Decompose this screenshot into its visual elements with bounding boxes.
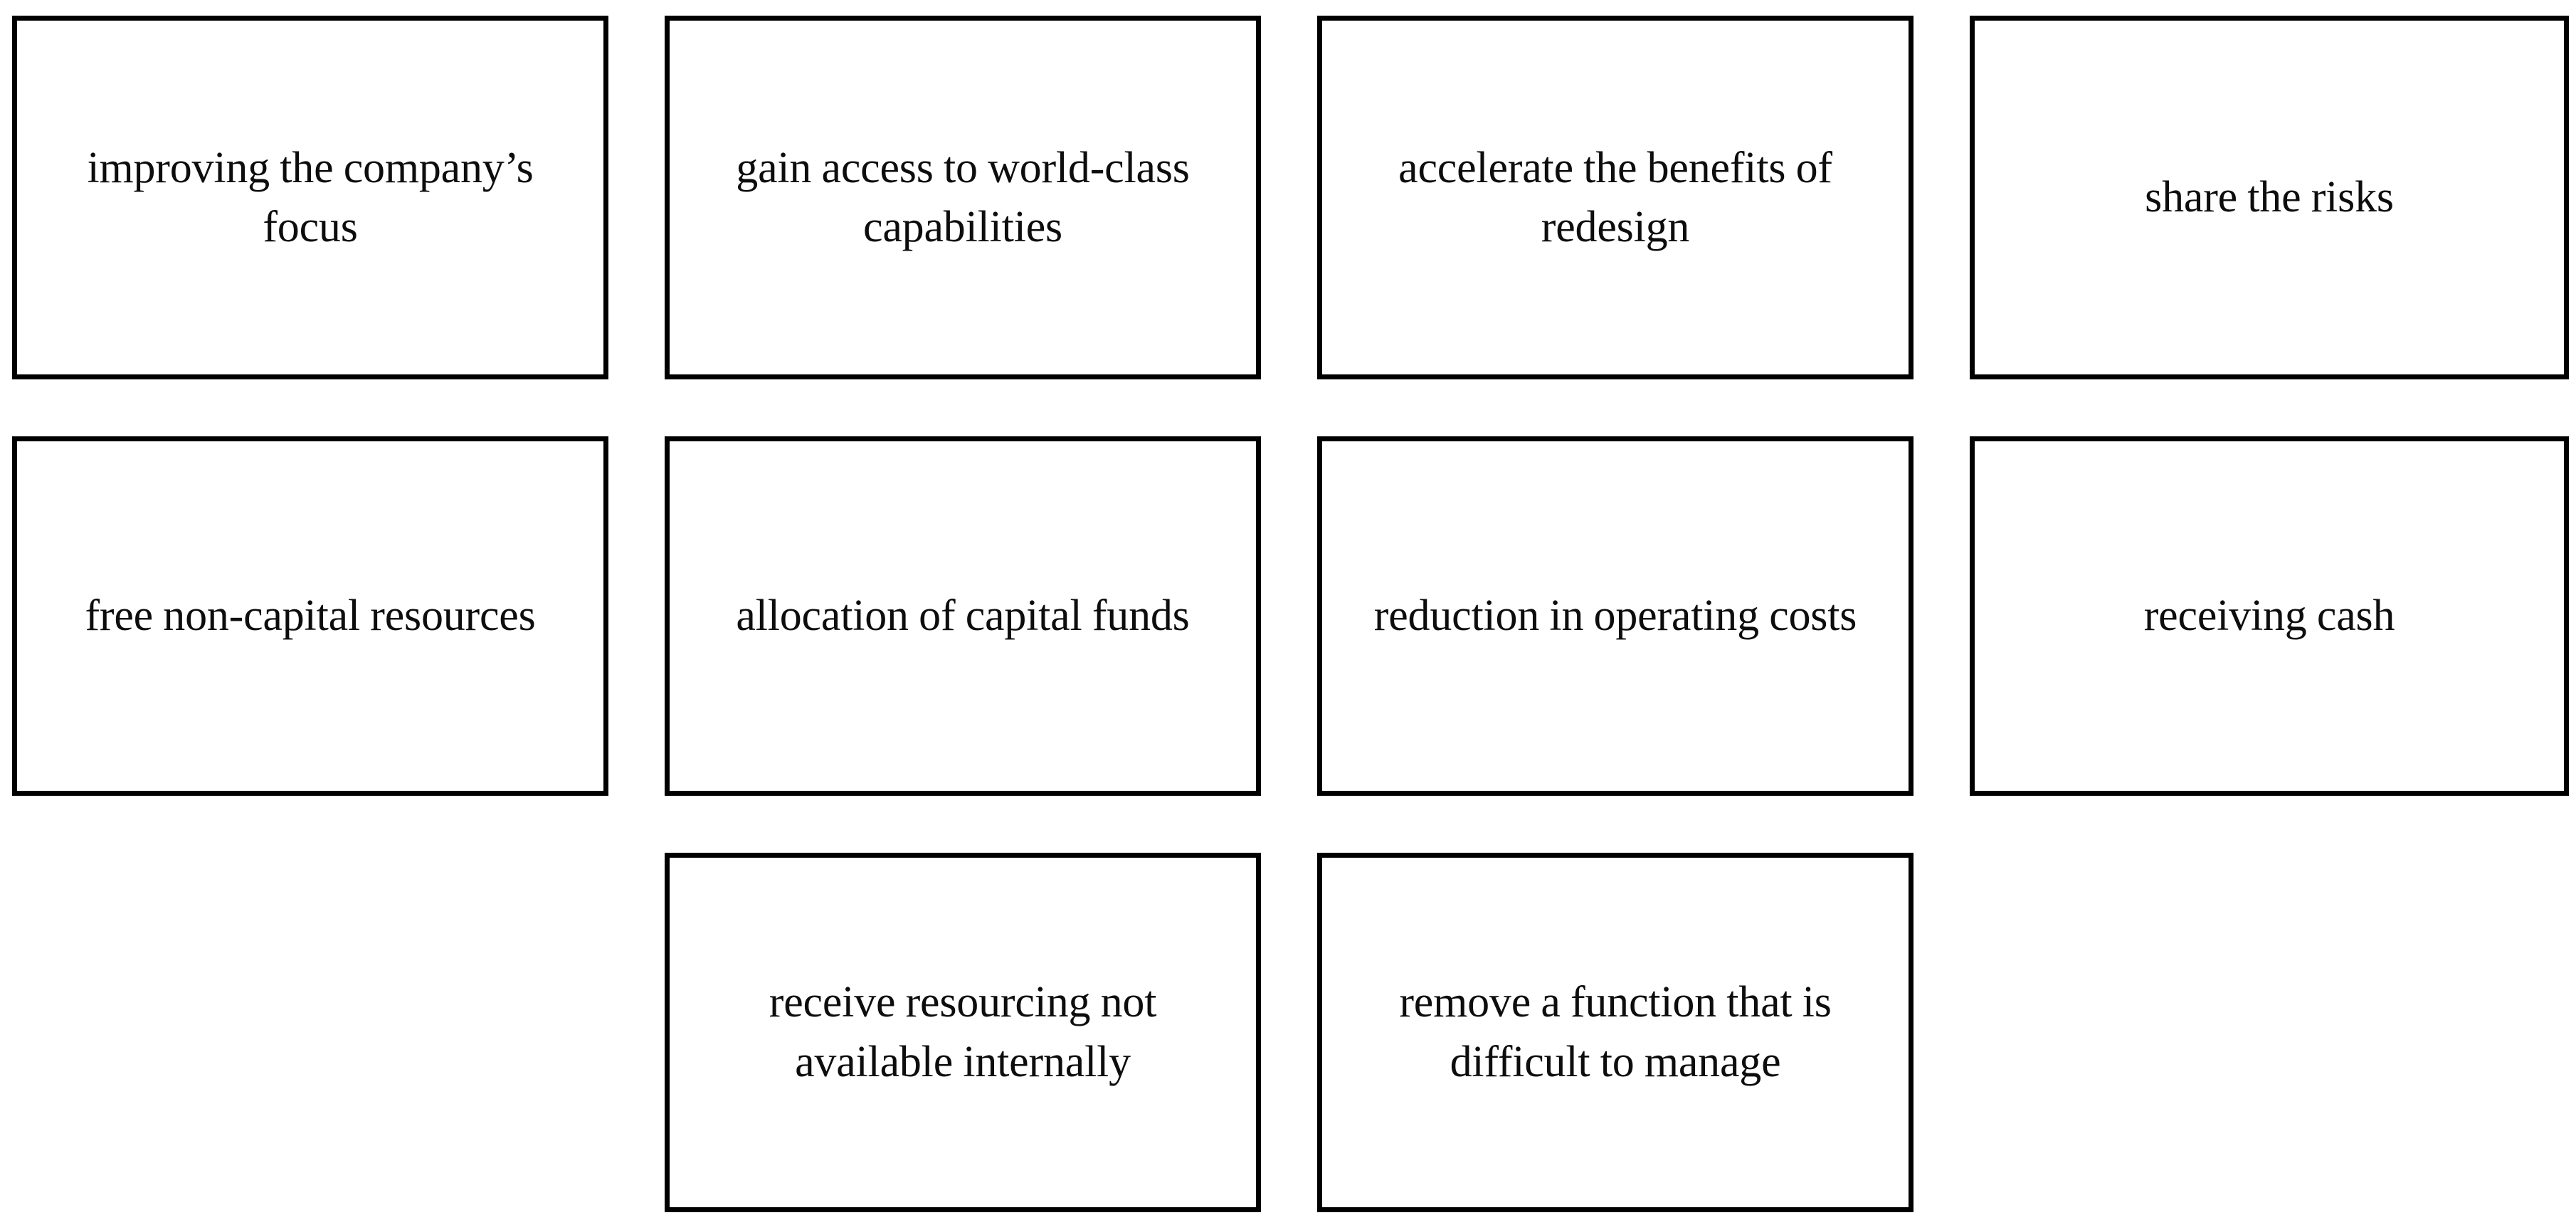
concept-box-label: gain access to world-class capabilities (736, 144, 1190, 251)
empty-cell-r3c4 (1970, 853, 2569, 1212)
concept-box-label: improving the company’s focus (87, 144, 534, 251)
concept-box-r2c3[interactable]: reduction in operating costs (1317, 436, 1913, 796)
empty-cell-r3c1 (12, 853, 608, 1212)
concept-box-label: remove a function that is difficult to m… (1399, 978, 1832, 1086)
concept-box-r2c1[interactable]: free non-capital resources (12, 436, 608, 796)
concept-box-r1c3[interactable]: accelerate the benefits of redesign (1317, 16, 1913, 379)
concept-box-r3c2[interactable]: receive resourcing not available interna… (665, 853, 1261, 1212)
concept-box-r2c2[interactable]: allocation of capital funds (665, 436, 1261, 796)
concept-box-r1c4[interactable]: share the risks (1970, 16, 2569, 379)
concept-box-r1c2[interactable]: gain access to world-class capabilities (665, 16, 1261, 379)
concept-box-label: share the risks (2145, 173, 2394, 222)
concept-box-label: receiving cash (2143, 592, 2395, 641)
concept-box-label: reduction in operating costs (1373, 592, 1857, 641)
concept-box-r3c3[interactable]: remove a function that is difficult to m… (1317, 853, 1913, 1212)
box-grid: improving the company’s focus gain acces… (12, 16, 2569, 1214)
concept-box-r1c1[interactable]: improving the company’s focus (12, 16, 608, 379)
concept-box-label: allocation of capital funds (736, 592, 1190, 641)
concept-box-r2c4[interactable]: receiving cash (1970, 436, 2569, 796)
concept-box-label: receive resourcing not available interna… (769, 978, 1157, 1086)
concept-box-label: free non-capital resources (85, 592, 536, 641)
concept-box-label: accelerate the benefits of redesign (1398, 144, 1832, 251)
